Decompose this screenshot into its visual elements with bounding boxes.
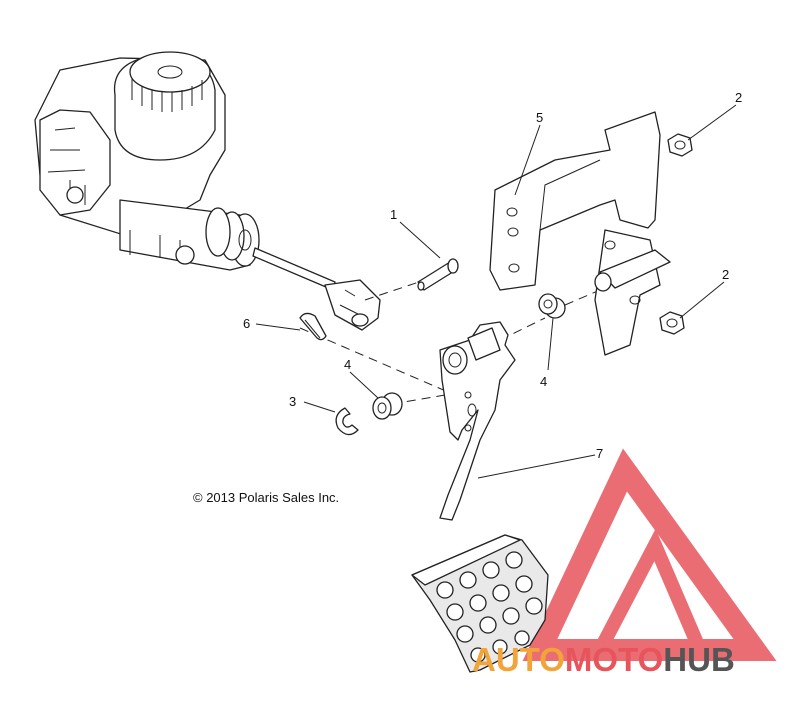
watermark-auto: AUTO	[472, 641, 565, 678]
watermark-brand-text: AUTOMOTOHUB	[472, 641, 735, 679]
callout-7: 7	[596, 446, 603, 461]
watermark-moto: MOTO	[564, 641, 664, 678]
callout-1: 1	[390, 207, 397, 222]
callout-5: 5	[536, 110, 543, 125]
part-4-bushing-left	[372, 392, 403, 420]
pedal-tread-holes	[436, 551, 543, 663]
brake-master-cylinder	[34, 51, 260, 271]
part-2-nut-upper	[667, 133, 693, 157]
callout-2-lower: 2	[722, 267, 729, 282]
watermark-logo-triangle	[522, 448, 777, 661]
part-7-brake-pedal	[411, 321, 549, 673]
callout-2-upper: 2	[735, 90, 742, 105]
callout-3: 3	[289, 394, 296, 409]
watermark-hub: HUB	[663, 641, 735, 678]
part-5-mounting-bracket	[489, 111, 671, 356]
callout-6: 6	[243, 316, 250, 331]
part-6-cotter-pin	[299, 312, 327, 341]
part-2-nut-lower	[659, 311, 685, 335]
callout-leaders	[255, 104, 737, 479]
part-4-bushing-right	[538, 293, 566, 319]
copyright-notice: © 2013 Polaris Sales Inc.	[193, 490, 340, 505]
callout-4-left: 4	[344, 357, 351, 372]
part-1-clevis-pin	[417, 258, 459, 291]
push-rod-clevis	[252, 247, 381, 331]
part-3-e-clip	[335, 407, 359, 436]
callout-4-right: 4	[540, 374, 547, 389]
